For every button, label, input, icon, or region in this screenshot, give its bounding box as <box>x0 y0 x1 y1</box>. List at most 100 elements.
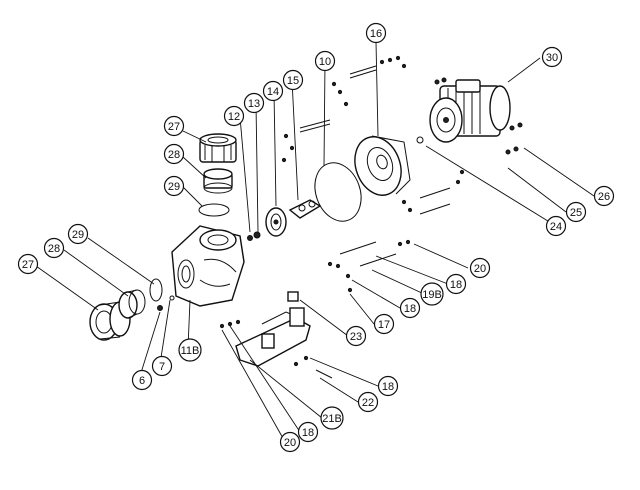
callout-circle <box>131 369 153 391</box>
callout-c18b: 18 <box>399 297 421 319</box>
callout-circle <box>377 375 399 397</box>
callout-c18c: 18 <box>377 375 399 397</box>
callout-c21b: 21B <box>320 406 344 430</box>
callout-c19b: 19B <box>420 282 444 306</box>
callout-circle <box>545 215 567 237</box>
square-nut <box>287 291 299 302</box>
callout-number: 16 <box>370 28 382 40</box>
callout-c11b: 11B <box>178 338 202 362</box>
callout-c15: 15 <box>282 69 304 91</box>
motor-bolts <box>434 77 523 155</box>
gasket-ring <box>314 162 362 222</box>
callout-circle <box>373 313 395 335</box>
leader-lines <box>35 41 595 441</box>
callout-circle <box>320 406 344 430</box>
callout-c29a: 29 <box>163 175 185 197</box>
callout-c26: 26 <box>593 185 615 207</box>
callout-c16: 16 <box>365 22 387 44</box>
callout-number: 29 <box>72 229 84 241</box>
callout-number: 20 <box>474 263 486 275</box>
callout-number: 15 <box>287 75 299 87</box>
callout-number: 29 <box>168 181 180 193</box>
mechanical-seal <box>288 199 322 219</box>
drain-washer <box>169 295 175 301</box>
callout-circle <box>357 391 379 413</box>
callout-number: 23 <box>350 331 362 343</box>
callout-circle <box>178 338 202 362</box>
callout-c14: 14 <box>262 80 284 102</box>
callout-number: 26 <box>598 191 610 203</box>
callout-number: 18 <box>404 303 416 315</box>
callout-c18a: 18 <box>445 273 467 295</box>
callout-number: 17 <box>378 319 390 331</box>
callout-circle <box>593 185 615 207</box>
callout-c22: 22 <box>357 391 379 413</box>
callout-c18d: 18 <box>297 421 319 443</box>
callout-circle <box>469 257 491 279</box>
callout-number: 18 <box>450 279 462 291</box>
callout-c27b: 27 <box>17 253 39 275</box>
callout-circle <box>163 115 185 137</box>
callout-circle <box>67 223 89 245</box>
callout-number: 22 <box>362 397 374 409</box>
shaft-washer <box>416 136 424 144</box>
pump-housing <box>171 225 245 307</box>
callout-number: 18 <box>302 427 314 439</box>
callout-c7: 7 <box>151 355 173 377</box>
callout-number: 11B <box>181 345 200 357</box>
tail-piece-left <box>118 289 146 319</box>
callout-number: 28 <box>168 149 180 161</box>
callout-circle <box>345 325 367 347</box>
tail-piece-top <box>203 168 233 194</box>
o-ring-top <box>198 203 230 217</box>
callout-circle <box>399 297 421 319</box>
callout-number: 13 <box>248 98 260 110</box>
callout-circle <box>420 282 444 306</box>
callout-circle <box>541 46 563 68</box>
callout-number: 6 <box>139 375 145 387</box>
callout-number: 7 <box>159 361 165 373</box>
motor <box>429 79 511 143</box>
impeller <box>265 207 287 237</box>
callout-number: 20 <box>284 437 296 449</box>
callout-c23: 23 <box>345 325 367 347</box>
callout-c6: 6 <box>131 369 153 391</box>
callout-c20a: 20 <box>469 257 491 279</box>
callout-c28b: 28 <box>43 237 65 259</box>
callout-circle <box>17 253 39 275</box>
support-base <box>235 307 311 367</box>
callout-circle <box>314 50 336 72</box>
callout-c24: 24 <box>545 215 567 237</box>
callout-c27a: 27 <box>163 115 185 137</box>
callout-circle <box>163 143 185 165</box>
callout-number: 30 <box>546 52 558 64</box>
tie-rods <box>299 65 451 267</box>
callout-c25: 25 <box>565 201 587 223</box>
callout-circle <box>297 421 319 443</box>
callout-number: 12 <box>228 111 240 123</box>
callout-c12: 12 <box>223 105 245 127</box>
o-ring-left <box>149 278 163 302</box>
callout-circle <box>163 175 185 197</box>
callout-circle <box>223 105 245 127</box>
callout-c28a: 28 <box>163 143 185 165</box>
callout-circle <box>365 22 387 44</box>
union-nut-top <box>199 133 237 163</box>
seal-washers <box>247 231 261 241</box>
callout-number: 21B <box>322 413 342 425</box>
callout-number: 19B <box>422 289 442 301</box>
callout-c30: 30 <box>541 46 563 68</box>
callout-number: 10 <box>319 56 331 68</box>
callout-number: 28 <box>48 243 60 255</box>
callout-circle <box>282 69 304 91</box>
diffuser-bracket <box>354 135 411 196</box>
base-bolt <box>315 369 333 379</box>
callout-c13: 13 <box>243 92 265 114</box>
callout-circle <box>151 355 173 377</box>
callout-number: 27 <box>22 259 34 271</box>
callout-number: 25 <box>570 207 582 219</box>
callout-number: 27 <box>168 121 180 133</box>
callout-circle <box>262 80 284 102</box>
